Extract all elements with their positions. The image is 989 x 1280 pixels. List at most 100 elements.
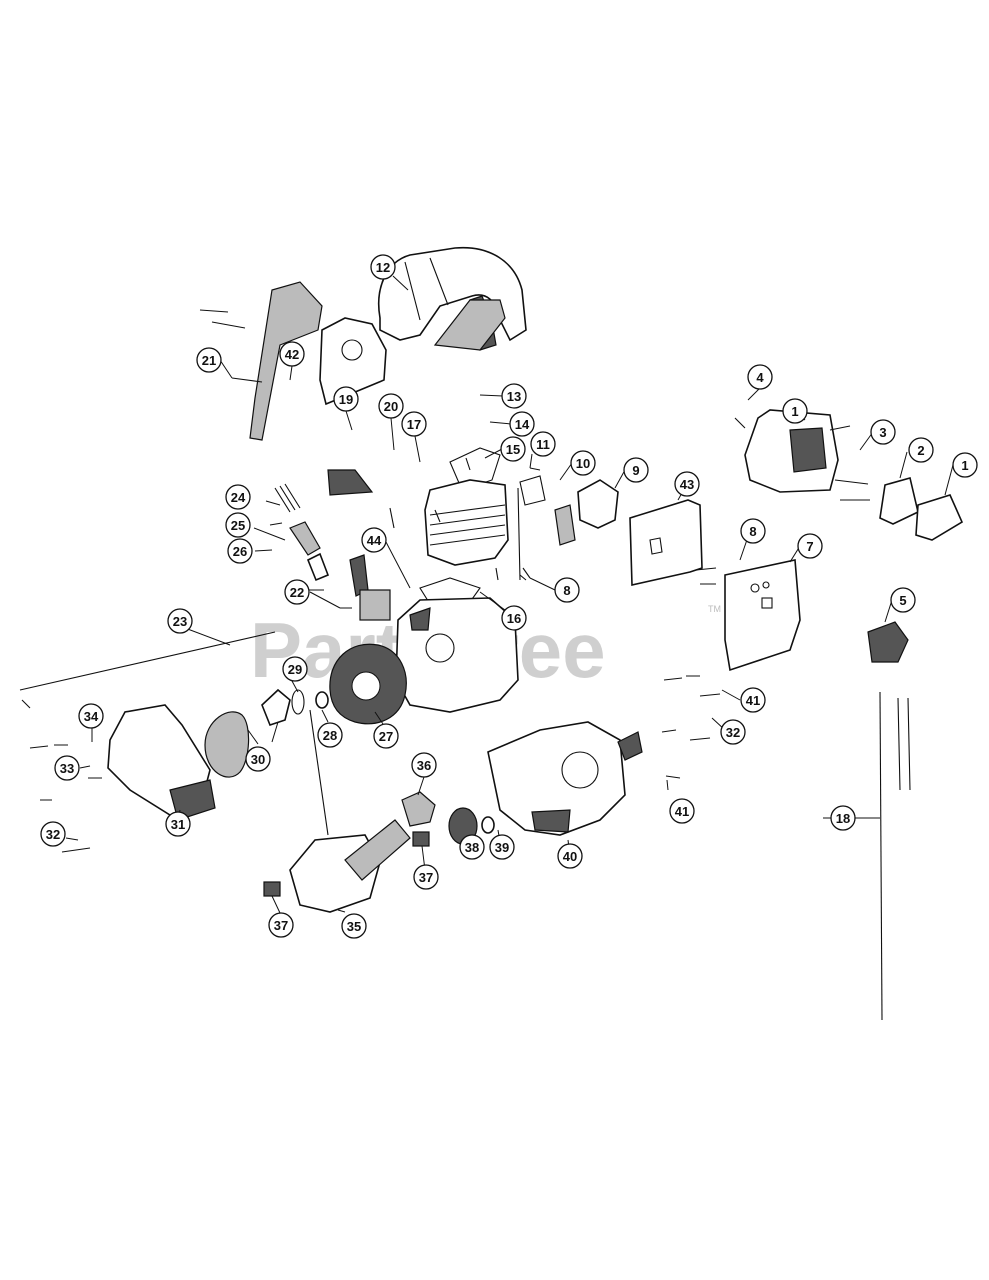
part-control-rod xyxy=(19,631,276,709)
svg-text:2: 2 xyxy=(917,443,924,458)
callout-13: 13 xyxy=(501,383,527,409)
part-starter-housing xyxy=(487,721,643,836)
callout-7: 7 xyxy=(797,533,823,559)
svg-text:11: 11 xyxy=(536,437,550,452)
svg-text:35: 35 xyxy=(347,919,361,934)
svg-text:26: 26 xyxy=(233,544,247,559)
callout-32a: 32 xyxy=(720,719,746,745)
svg-text:37: 37 xyxy=(419,870,433,885)
part-small-cover xyxy=(249,281,323,441)
callout-44: 44 xyxy=(361,527,387,553)
svg-text:1: 1 xyxy=(961,458,968,473)
svg-text:41: 41 xyxy=(675,804,689,819)
callout-14: 14 xyxy=(509,411,535,437)
svg-text:28: 28 xyxy=(323,728,337,743)
svg-text:15: 15 xyxy=(506,442,520,457)
callout-12: 12 xyxy=(370,254,396,280)
part-carb-bracket xyxy=(519,475,619,546)
callout-16: 16 xyxy=(501,605,527,631)
svg-text:12: 12 xyxy=(376,260,390,275)
callout-42: 42 xyxy=(279,341,305,367)
svg-text:40: 40 xyxy=(563,849,577,864)
svg-text:42: 42 xyxy=(285,347,299,362)
svg-text:33: 33 xyxy=(60,761,74,776)
part-air-filter-housing xyxy=(744,409,839,493)
callout-5: 5 xyxy=(890,587,916,613)
svg-text:18: 18 xyxy=(836,811,850,826)
part-flywheel xyxy=(329,643,407,725)
callout-29: 29 xyxy=(282,656,308,682)
part-spring-assembly xyxy=(274,483,330,582)
svg-text:17: 17 xyxy=(407,417,421,432)
svg-text:4: 4 xyxy=(756,370,764,385)
svg-text:43: 43 xyxy=(680,477,694,492)
callout-22: 22 xyxy=(284,579,310,605)
callouts: 12 21 42 19 20 17 13 14 15 11 10 9 43 4 … xyxy=(40,254,978,939)
svg-text:30: 30 xyxy=(251,752,265,767)
callout-15: 15 xyxy=(500,436,526,462)
svg-text:1: 1 xyxy=(791,404,798,419)
part-plate-43 xyxy=(629,499,703,586)
part-throttle-cable xyxy=(879,691,911,1021)
callout-41a: 41 xyxy=(740,687,766,713)
svg-text:21: 21 xyxy=(202,353,216,368)
callout-18: 18 xyxy=(830,805,856,831)
svg-text:16: 16 xyxy=(507,611,521,626)
callout-2: 2 xyxy=(908,437,934,463)
svg-text:32: 32 xyxy=(46,827,60,842)
part-hardware xyxy=(29,309,870,853)
callout-10: 10 xyxy=(570,450,596,476)
callout-9: 9 xyxy=(623,457,649,483)
svg-text:10: 10 xyxy=(576,456,590,471)
callout-40: 40 xyxy=(557,843,583,869)
callout-26: 26 xyxy=(227,538,253,564)
svg-text:8: 8 xyxy=(749,524,756,539)
callout-43: 43 xyxy=(674,471,700,497)
svg-text:44: 44 xyxy=(367,533,382,548)
svg-text:7: 7 xyxy=(806,539,813,554)
callout-11: 11 xyxy=(530,431,556,457)
svg-text:23: 23 xyxy=(173,614,187,629)
callout-25: 25 xyxy=(225,512,251,538)
part-air-filter xyxy=(879,477,919,525)
svg-text:24: 24 xyxy=(231,490,246,505)
part-cover-plate xyxy=(433,299,506,351)
part-clutch xyxy=(204,688,291,778)
callout-36: 36 xyxy=(411,752,437,778)
callout-30: 30 xyxy=(245,746,271,772)
part-carburetor xyxy=(867,621,909,663)
part-air-filter-cover xyxy=(915,494,964,541)
svg-text:27: 27 xyxy=(379,729,393,744)
callout-39: 39 xyxy=(489,834,515,860)
callout-33: 33 xyxy=(54,755,80,781)
svg-text:20: 20 xyxy=(384,399,398,414)
part-ignition-coil xyxy=(349,554,391,621)
callout-19: 19 xyxy=(333,386,359,412)
svg-text:29: 29 xyxy=(288,662,302,677)
part-intake xyxy=(401,791,436,827)
svg-text:22: 22 xyxy=(290,585,304,600)
callout-20: 20 xyxy=(378,393,404,419)
callout-24: 24 xyxy=(225,484,251,510)
part-fuel-tank xyxy=(289,709,411,913)
watermark-tm: TM xyxy=(708,604,721,614)
svg-text:41: 41 xyxy=(746,693,760,708)
part-recoil-spacer xyxy=(481,816,495,834)
part-clutch-housing xyxy=(107,704,216,821)
svg-text:39: 39 xyxy=(495,840,509,855)
callout-28: 28 xyxy=(317,722,343,748)
callout-23: 23 xyxy=(167,608,193,634)
svg-text:34: 34 xyxy=(84,709,99,724)
svg-text:14: 14 xyxy=(515,417,530,432)
svg-text:32: 32 xyxy=(726,725,740,740)
callout-32b: 32 xyxy=(40,821,66,847)
callout-27: 27 xyxy=(373,723,399,749)
svg-text:5: 5 xyxy=(899,593,906,608)
svg-text:37: 37 xyxy=(274,918,288,933)
callout-31: 31 xyxy=(165,811,191,837)
callout-4: 4 xyxy=(747,364,773,390)
callout-3: 3 xyxy=(870,419,896,445)
svg-text:3: 3 xyxy=(879,425,886,440)
part-primer-bulb-a xyxy=(412,831,430,847)
